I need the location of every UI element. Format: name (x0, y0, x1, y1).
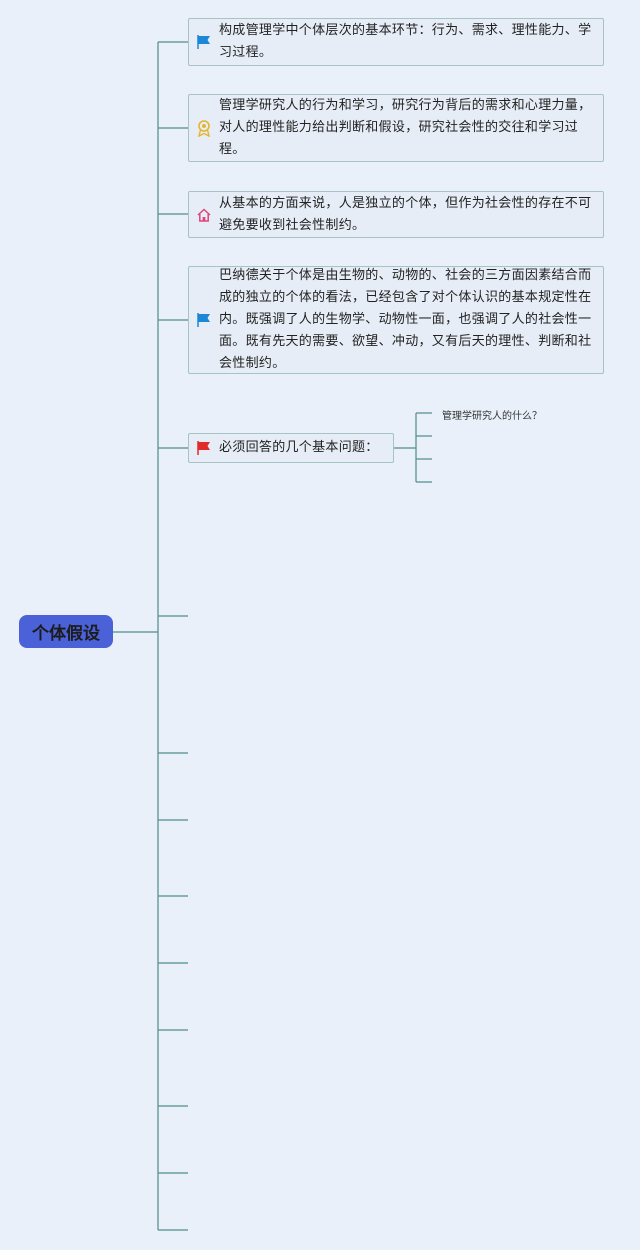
topic-text: 必须回答的几个基本问题： (219, 440, 379, 455)
topic-node-4[interactable]: 巴纳德关于个体是由生物的、动物的、社会的三方面因素结合而成的独立的个体的看法，已… (188, 266, 604, 374)
topic-text: 构成管理学中个体层次的基本环节：行为、需求、理性能力、学习过程。 (219, 23, 592, 60)
red-flag-icon (189, 440, 219, 456)
house-icon (189, 207, 219, 223)
topic-text: 管理学研究人的行为和学习，研究行为背后的需求和心理力量，对人的理性能力给出判断和… (219, 98, 592, 157)
blue-flag-icon (189, 312, 219, 328)
root-label: 个体假设 (32, 624, 100, 644)
blue-flag-icon (189, 34, 219, 50)
topic-node-3[interactable]: 从基本的方面来说，人是独立的个体，但作为社会性的存在不可避免要收到社会性制约。 (188, 191, 604, 238)
award-icon (189, 119, 219, 137)
topic-node-2[interactable]: 管理学研究人的行为和学习，研究行为背后的需求和心理力量，对人的理性能力给出判断和… (188, 94, 604, 162)
topic-text: 巴纳德关于个体是由生物的、动物的、社会的三方面因素结合而成的独立的个体的看法，已… (219, 268, 592, 371)
topic-node-5[interactable]: 必须回答的几个基本问题： (188, 433, 394, 463)
topic-node-1[interactable]: 构成管理学中个体层次的基本环节：行为、需求、理性能力、学习过程。 (188, 18, 604, 66)
topic-text: 从基本的方面来说，人是独立的个体，但作为社会性的存在不可避免要收到社会性制约。 (219, 195, 592, 233)
root-node[interactable]: 个体假设 (19, 615, 113, 648)
sub-topic-1[interactable]: 管理学研究人的什么？ (442, 411, 542, 422)
